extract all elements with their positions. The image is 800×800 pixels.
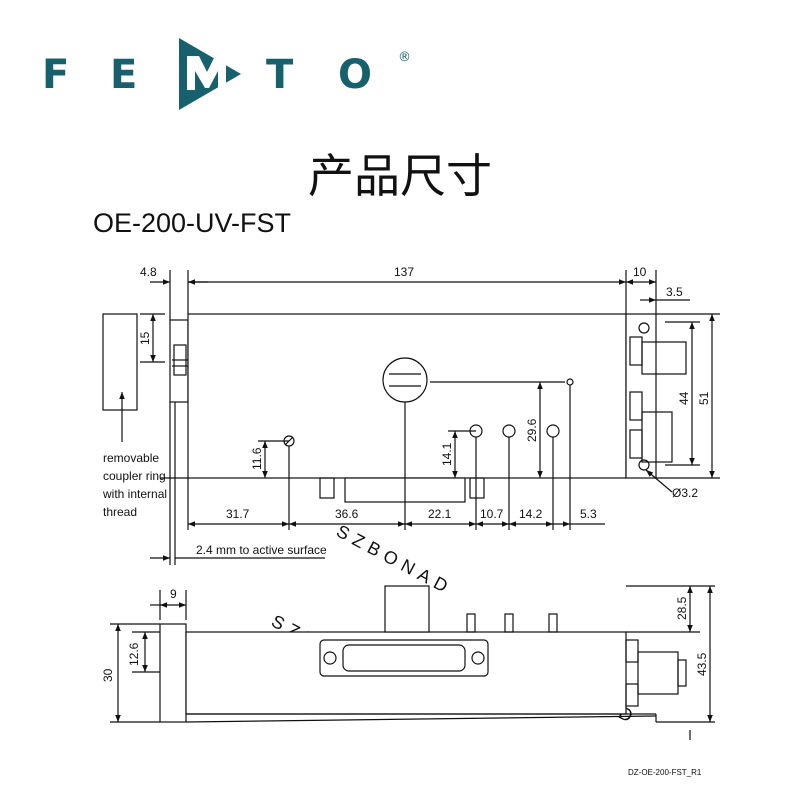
- dim-label: 14.1: [440, 442, 454, 466]
- dim-label: 12.6: [127, 642, 141, 666]
- rear-panel: [625, 313, 657, 479]
- model-number: OE-200-UV-FST: [93, 208, 292, 238]
- sub-d-connector: [319, 639, 489, 677]
- dim-label: 15: [138, 331, 152, 345]
- logo-letter-o: O: [338, 52, 373, 98]
- logo-letter-f: F: [42, 52, 70, 98]
- coupler-note-line: removable: [103, 451, 159, 465]
- logo-letter-t: T: [266, 52, 294, 98]
- dim-label: 9: [170, 587, 177, 601]
- dim-label: 137: [394, 265, 414, 279]
- dim-label: 4.8: [140, 265, 157, 279]
- dim-label: 28.5: [675, 596, 689, 620]
- registered-mark: ®: [398, 50, 411, 65]
- coupler-ring: [102, 313, 138, 411]
- drawing-id: DZ-OE-200-FST_R1: [628, 768, 702, 777]
- page-title: 产品尺寸: [308, 149, 492, 203]
- dim-label: 44: [677, 391, 691, 405]
- dim-label: 11.6: [250, 447, 264, 470]
- dim-label: 31.7: [226, 507, 250, 521]
- diameter-label: Ø3.2: [672, 486, 698, 500]
- dim-label: 51: [697, 391, 711, 405]
- front-flange-side: [159, 623, 187, 723]
- dim-label: 14.2: [519, 507, 543, 521]
- dim-label: 5.3: [580, 507, 597, 521]
- coupler-note-line: thread: [103, 505, 137, 519]
- front-flange: [169, 319, 189, 403]
- dim-label: 22.1: [428, 507, 452, 521]
- coupler-note-line: coupler ring: [103, 469, 166, 483]
- dim-label: 36.6: [335, 507, 359, 521]
- dim-label: 30: [101, 668, 115, 682]
- note-active-surface: 2.4 mm to active surface: [196, 543, 327, 557]
- dim-label: 29.6: [525, 418, 539, 442]
- dim-label: 10: [633, 265, 647, 279]
- dim-label: 43.5: [695, 652, 709, 676]
- logo-letter-e: E: [110, 52, 138, 98]
- dim-label: 3.5: [666, 285, 683, 299]
- dim-label: 10.7: [480, 507, 504, 521]
- logo-m-triangle-icon: [179, 38, 241, 110]
- coupler-note-line: with internal: [102, 487, 167, 501]
